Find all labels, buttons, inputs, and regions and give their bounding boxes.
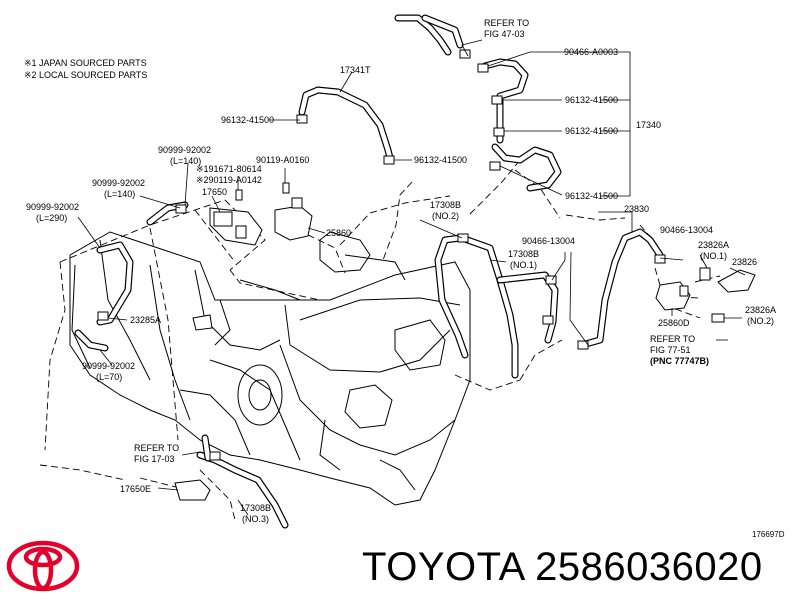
label-90466-13004-b: 90466-13004 [660, 225, 713, 235]
label-90999-92002-d: 90999-92002 [82, 361, 135, 371]
toyota-logo [6, 540, 80, 592]
hose-lines [74, 14, 664, 529]
label-refer-77-3: (PNC 77747B) [650, 356, 709, 366]
label-90999-92002-a: 90999-92002 [158, 145, 211, 155]
label-23826a-no2: 23826A [745, 305, 776, 315]
label-96132-41500-b: 96132-41500 [414, 155, 467, 165]
label-17650: 17650 [202, 187, 227, 197]
label-17308b-no3-sub: (NO.3) [242, 514, 269, 524]
label-17650e: 17650E [120, 484, 151, 494]
label-23826a-no1-sub: (NO.1) [700, 251, 727, 261]
label-90119-a0160: 90119-A0160 [256, 155, 309, 165]
label-17308b-no2-sub: (NO.2) [432, 211, 459, 221]
label-17340: 17340 [636, 120, 661, 130]
label-17308b-no3: 17308B [240, 503, 271, 513]
label-23830: 23830 [624, 204, 649, 214]
label-17308b-no1: 17308B [508, 249, 539, 259]
note-local-sourced: ※2 LOCAL SOURCED PARTS [24, 70, 147, 80]
label-refer-top-2: FIG 47-03 [484, 29, 525, 39]
label-90999-92002-b-len: (L=140) [104, 189, 135, 199]
label-23285a: 23285A [130, 315, 161, 325]
label-91671-80614: ※191671-80614 [196, 164, 262, 174]
label-25860: 25860 [326, 228, 351, 238]
brand-part-number: TOYOTA 2586036020 [362, 545, 763, 589]
label-23826a-no2-sub: (NO.2) [747, 316, 774, 326]
label-90466-a0003: 90466-A0003 [564, 47, 618, 57]
label-refer-77-1: REFER TO [650, 334, 695, 344]
label-drawing-id: 176697D [752, 530, 785, 539]
label-17308b-no1-sub: (NO.1) [510, 260, 537, 270]
label-90999-92002-a-len: (L=140) [170, 156, 201, 166]
label-96132-41500-d: 96132-41500 [565, 126, 618, 136]
label-25860d: 25860D [658, 318, 690, 328]
label-23826a-no1: 23826A [698, 240, 729, 250]
label-17341t: 17341T [340, 65, 371, 75]
leader-lines [77, 39, 746, 516]
label-96132-41500-a: 96132-41500 [221, 115, 274, 125]
label-96132-41500-c: 96132-41500 [565, 95, 618, 105]
label-90999-92002-c: 90999-92002 [26, 202, 79, 212]
label-refer-17-2: FIG 17-03 [134, 454, 175, 464]
label-23826: 23826 [732, 257, 757, 267]
label-refer-17-1: REFER TO [134, 443, 179, 453]
note-japan-sourced: ※1 JAPAN SOURCED PARTS [24, 58, 147, 68]
label-90999-92002-d-len: (L=70) [96, 372, 122, 382]
label-refer-top-1: REFER TO [484, 18, 529, 28]
label-refer-77-2: FIG 77-51 [650, 345, 691, 355]
label-17308b-no2: 17308B [430, 200, 461, 210]
label-90999-92002-c-len: (L=290) [36, 213, 67, 223]
label-90119-a0142: ※290119-A0142 [196, 175, 262, 185]
label-96132-41500-e: 96132-41500 [565, 191, 618, 201]
label-90466-13004-a: 90466-13004 [522, 236, 575, 246]
label-90999-92002-b: 90999-92002 [92, 178, 145, 188]
components [97, 49, 756, 501]
part-labels: ※1 JAPAN SOURCED PARTS ※2 LOCAL SOURCED … [24, 18, 785, 539]
engine-block [69, 231, 471, 506]
